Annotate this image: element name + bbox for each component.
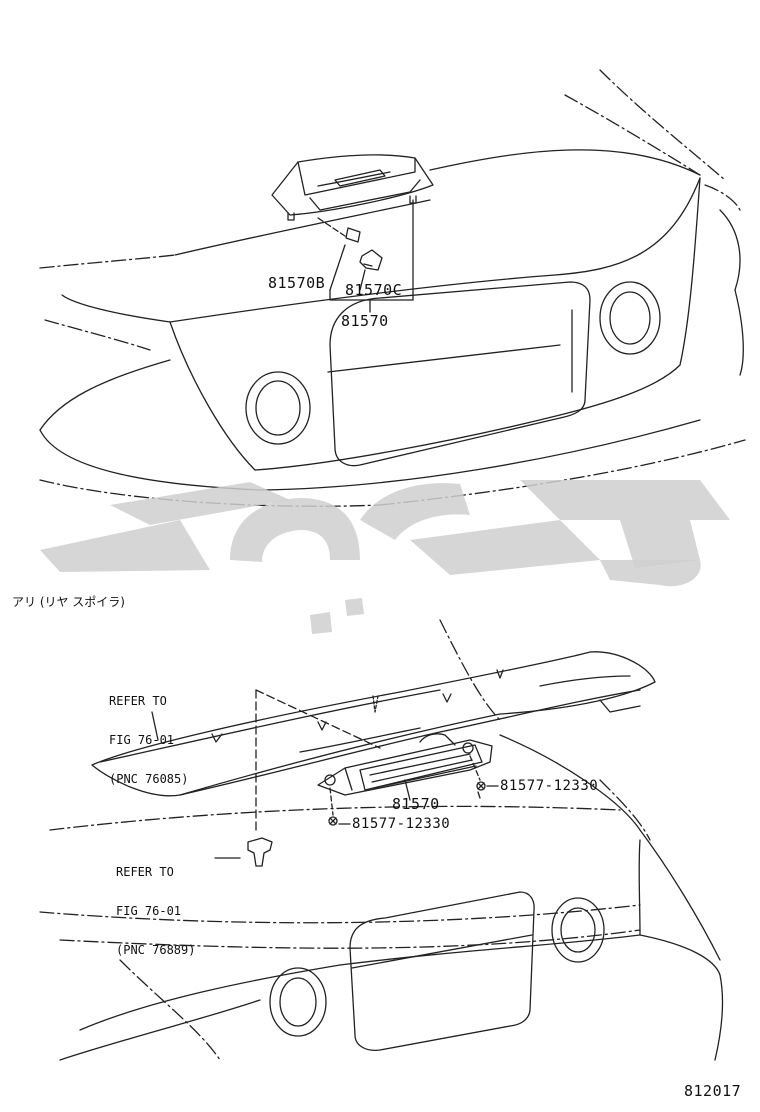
spoiler-stop-lamp <box>317 733 499 826</box>
top-stop-lamp <box>271 154 434 313</box>
refer-spoiler-note: REFER TO FIG 76-01 (PNC 76085) <box>109 669 188 799</box>
refer-clip-line1: REFER TO <box>116 865 174 879</box>
screw-right-label: 81577-12330 <box>500 778 599 794</box>
refer-clip-line3: (PNC 76889) <box>116 943 196 957</box>
bottom-car-body <box>39 619 724 1061</box>
refer-spoiler-line2: FIG 76-01 <box>109 733 175 747</box>
figure-number: 812017 <box>684 1082 742 1100</box>
screw-left-label: 81577-12330 <box>352 816 451 832</box>
part-81570-label: 81570 <box>341 312 389 330</box>
refer-clip-line2: FIG 76-01 <box>116 904 182 918</box>
refer-spoiler-line3: (PNC 76085) <box>109 772 189 786</box>
part-81570b-label: 81570B <box>268 274 326 292</box>
refer-spoiler-line1: REFER TO <box>109 694 167 708</box>
spoiler-lamp-label: 81570 <box>392 795 440 813</box>
part-81570c-label: 81570C <box>345 281 403 299</box>
refer-clip-note: REFER TO FIG 76-01 (PNC 76889) <box>116 840 195 970</box>
rear-spoiler <box>91 651 656 797</box>
spoiler-clip <box>151 689 381 867</box>
spoiler-caption: アリ (リヤ スポイラ) <box>12 595 125 609</box>
